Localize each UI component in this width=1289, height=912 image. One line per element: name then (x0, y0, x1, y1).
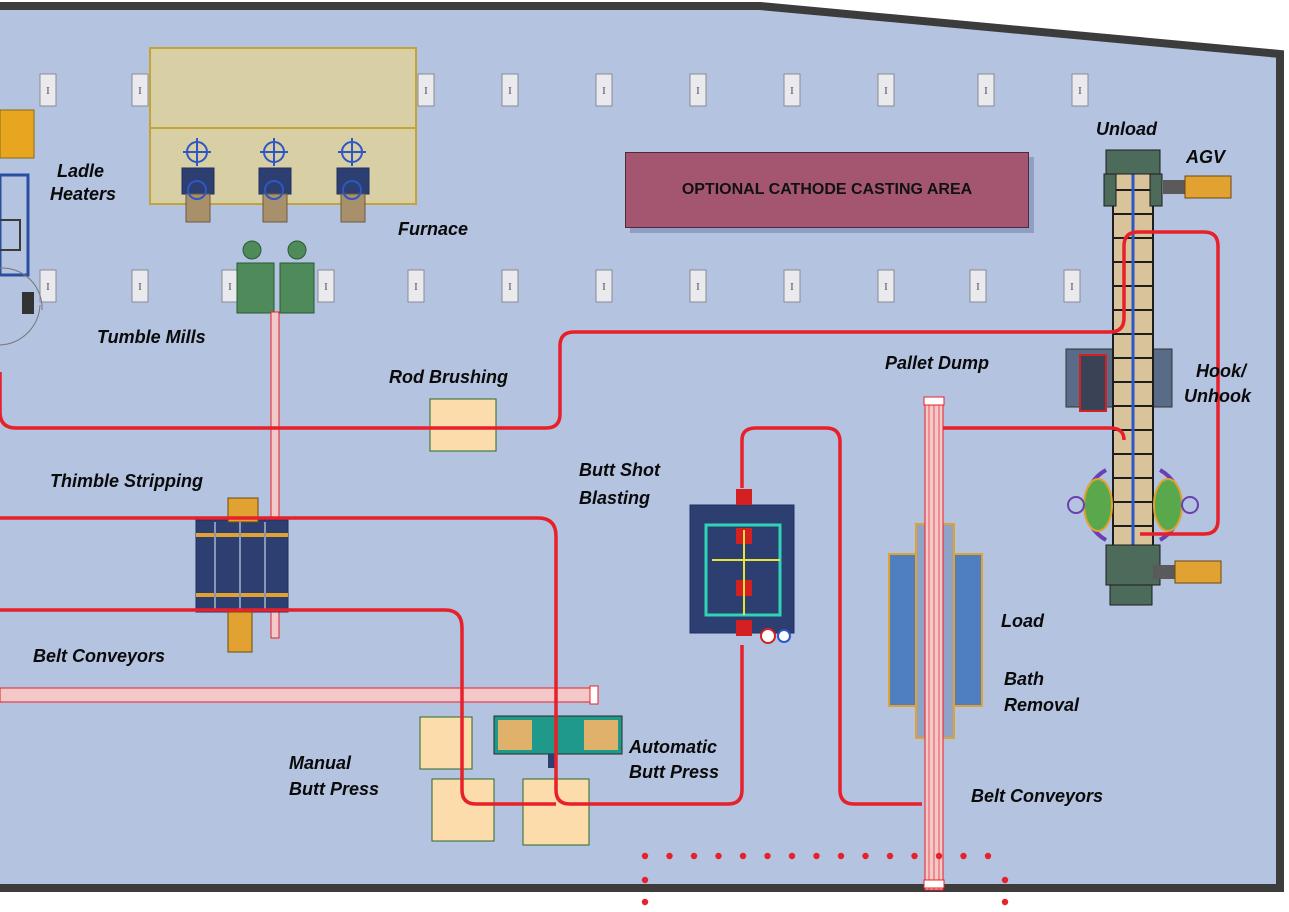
pillar-glyph: I (976, 281, 980, 293)
label-bath-removal-1: Bath (1004, 669, 1044, 689)
label-butt-shot-blasting-1: Butt Shot (579, 460, 660, 480)
label-hook-unhook-1: Hook/ (1196, 361, 1247, 381)
label-rod-brushing: Rod Brushing (389, 367, 508, 387)
label-ladle-heaters-1: Ladle (57, 161, 105, 181)
boundary-dot (837, 852, 845, 860)
label-bath-removal-2: Removal (1004, 695, 1080, 715)
boundary-dot (641, 852, 649, 860)
butt-shot-blasting-equipment (689, 489, 795, 644)
pillar-glyph: I (790, 281, 794, 293)
agv-bottom-icon (1153, 560, 1222, 584)
pillar-glyph: I (46, 85, 50, 97)
boundary-dot (862, 852, 869, 860)
boundary-dot (813, 852, 820, 860)
label-manual-butt-press-1: Manual (289, 753, 352, 773)
boundary-dot (935, 852, 943, 860)
pillar-glyph: I (884, 281, 888, 293)
pillar-glyph: I (602, 281, 606, 293)
pillar-glyphs: IIIIIIIIIIIIIIIIIIIIIIII (46, 85, 1082, 293)
pillar-glyph: I (324, 281, 328, 293)
label-ladle-heaters-2: Heaters (50, 184, 117, 204)
label-belt-conveyors-left: Belt Conveyors (33, 646, 166, 666)
pillars-middle-row (39, 269, 1081, 303)
hook-unhook-equipment (1067, 468, 1199, 542)
boundary-dot (1001, 876, 1009, 884)
pillar-glyph: I (984, 85, 988, 97)
mill-conveyor (270, 311, 280, 639)
label-automatic-butt-press-1: Automatic (629, 737, 718, 757)
dotted-boundary (641, 852, 1009, 906)
pillar-glyph: I (138, 281, 142, 293)
label-agv: AGV (1186, 147, 1226, 167)
building-wall (0, 1, 1284, 892)
boundary-dot (641, 876, 649, 884)
label-pallet-dump: Pallet Dump (885, 353, 990, 373)
pillar-glyph: I (884, 85, 888, 97)
tumble-mills-equipment (236, 240, 315, 314)
boundary-dot (739, 852, 747, 860)
pillar-glyph: I (228, 281, 232, 293)
pillar-glyph: I (424, 85, 428, 97)
rod-brushing-equipment (429, 398, 497, 452)
pillar-glyph: I (790, 85, 794, 97)
label-unload: Unload (1096, 119, 1157, 139)
pillar-glyph: I (602, 85, 606, 97)
label-hook-unhook-2: Unhook (1184, 386, 1251, 406)
pillar-glyph: I (46, 281, 50, 293)
pillar-glyph: I (1070, 281, 1074, 293)
automatic-butt-press-equipment (493, 715, 623, 768)
pillar-glyph: I (696, 281, 700, 293)
label-butt-shot-blasting-2: Blasting (579, 488, 651, 508)
pillar-glyph: I (138, 85, 142, 97)
load-station (1105, 544, 1161, 606)
ladle-heater-equipment (0, 109, 43, 346)
pillar-glyph: I (508, 85, 512, 97)
boundary-dot (960, 852, 967, 860)
pillar-glyph: I (1078, 85, 1082, 97)
unload-station (1103, 149, 1163, 207)
label-furnace: Furnace (398, 219, 469, 239)
belt-conveyor-horizontal (0, 687, 597, 703)
furnace-equipment (149, 47, 417, 223)
label-load: Load (1001, 611, 1044, 631)
pillar-glyph: I (696, 85, 700, 97)
boundary-dot (715, 852, 722, 860)
label-thimble-stripping: Thimble Stripping (50, 471, 203, 491)
pillar-glyph: I (414, 281, 418, 293)
boundary-dot (1001, 898, 1009, 906)
boundary-dot (690, 852, 698, 860)
label-belt-conveyors-right: Belt Conveyors (971, 786, 1104, 806)
boundary-dot (886, 852, 894, 860)
boundary-dot (764, 852, 771, 860)
boundary-dot (641, 898, 649, 906)
optional-cathode-casting-area: OPTIONAL CATHODE CASTING AREA (625, 152, 1029, 228)
label-automatic-butt-press-2: Butt Press (629, 762, 720, 782)
boundary-dot (666, 852, 673, 860)
boundary-dot (984, 852, 992, 860)
flow-paths (0, 230, 1220, 806)
label-manual-butt-press-2: Butt Press (289, 779, 380, 799)
label-tumble-mills: Tumble Mills (97, 327, 206, 347)
boundary-dot (788, 852, 796, 860)
agv-top-icon (1163, 175, 1232, 199)
boundary-dot (911, 852, 918, 860)
thimble-stripping-equipment (195, 497, 289, 653)
pillar-glyph: I (508, 281, 512, 293)
